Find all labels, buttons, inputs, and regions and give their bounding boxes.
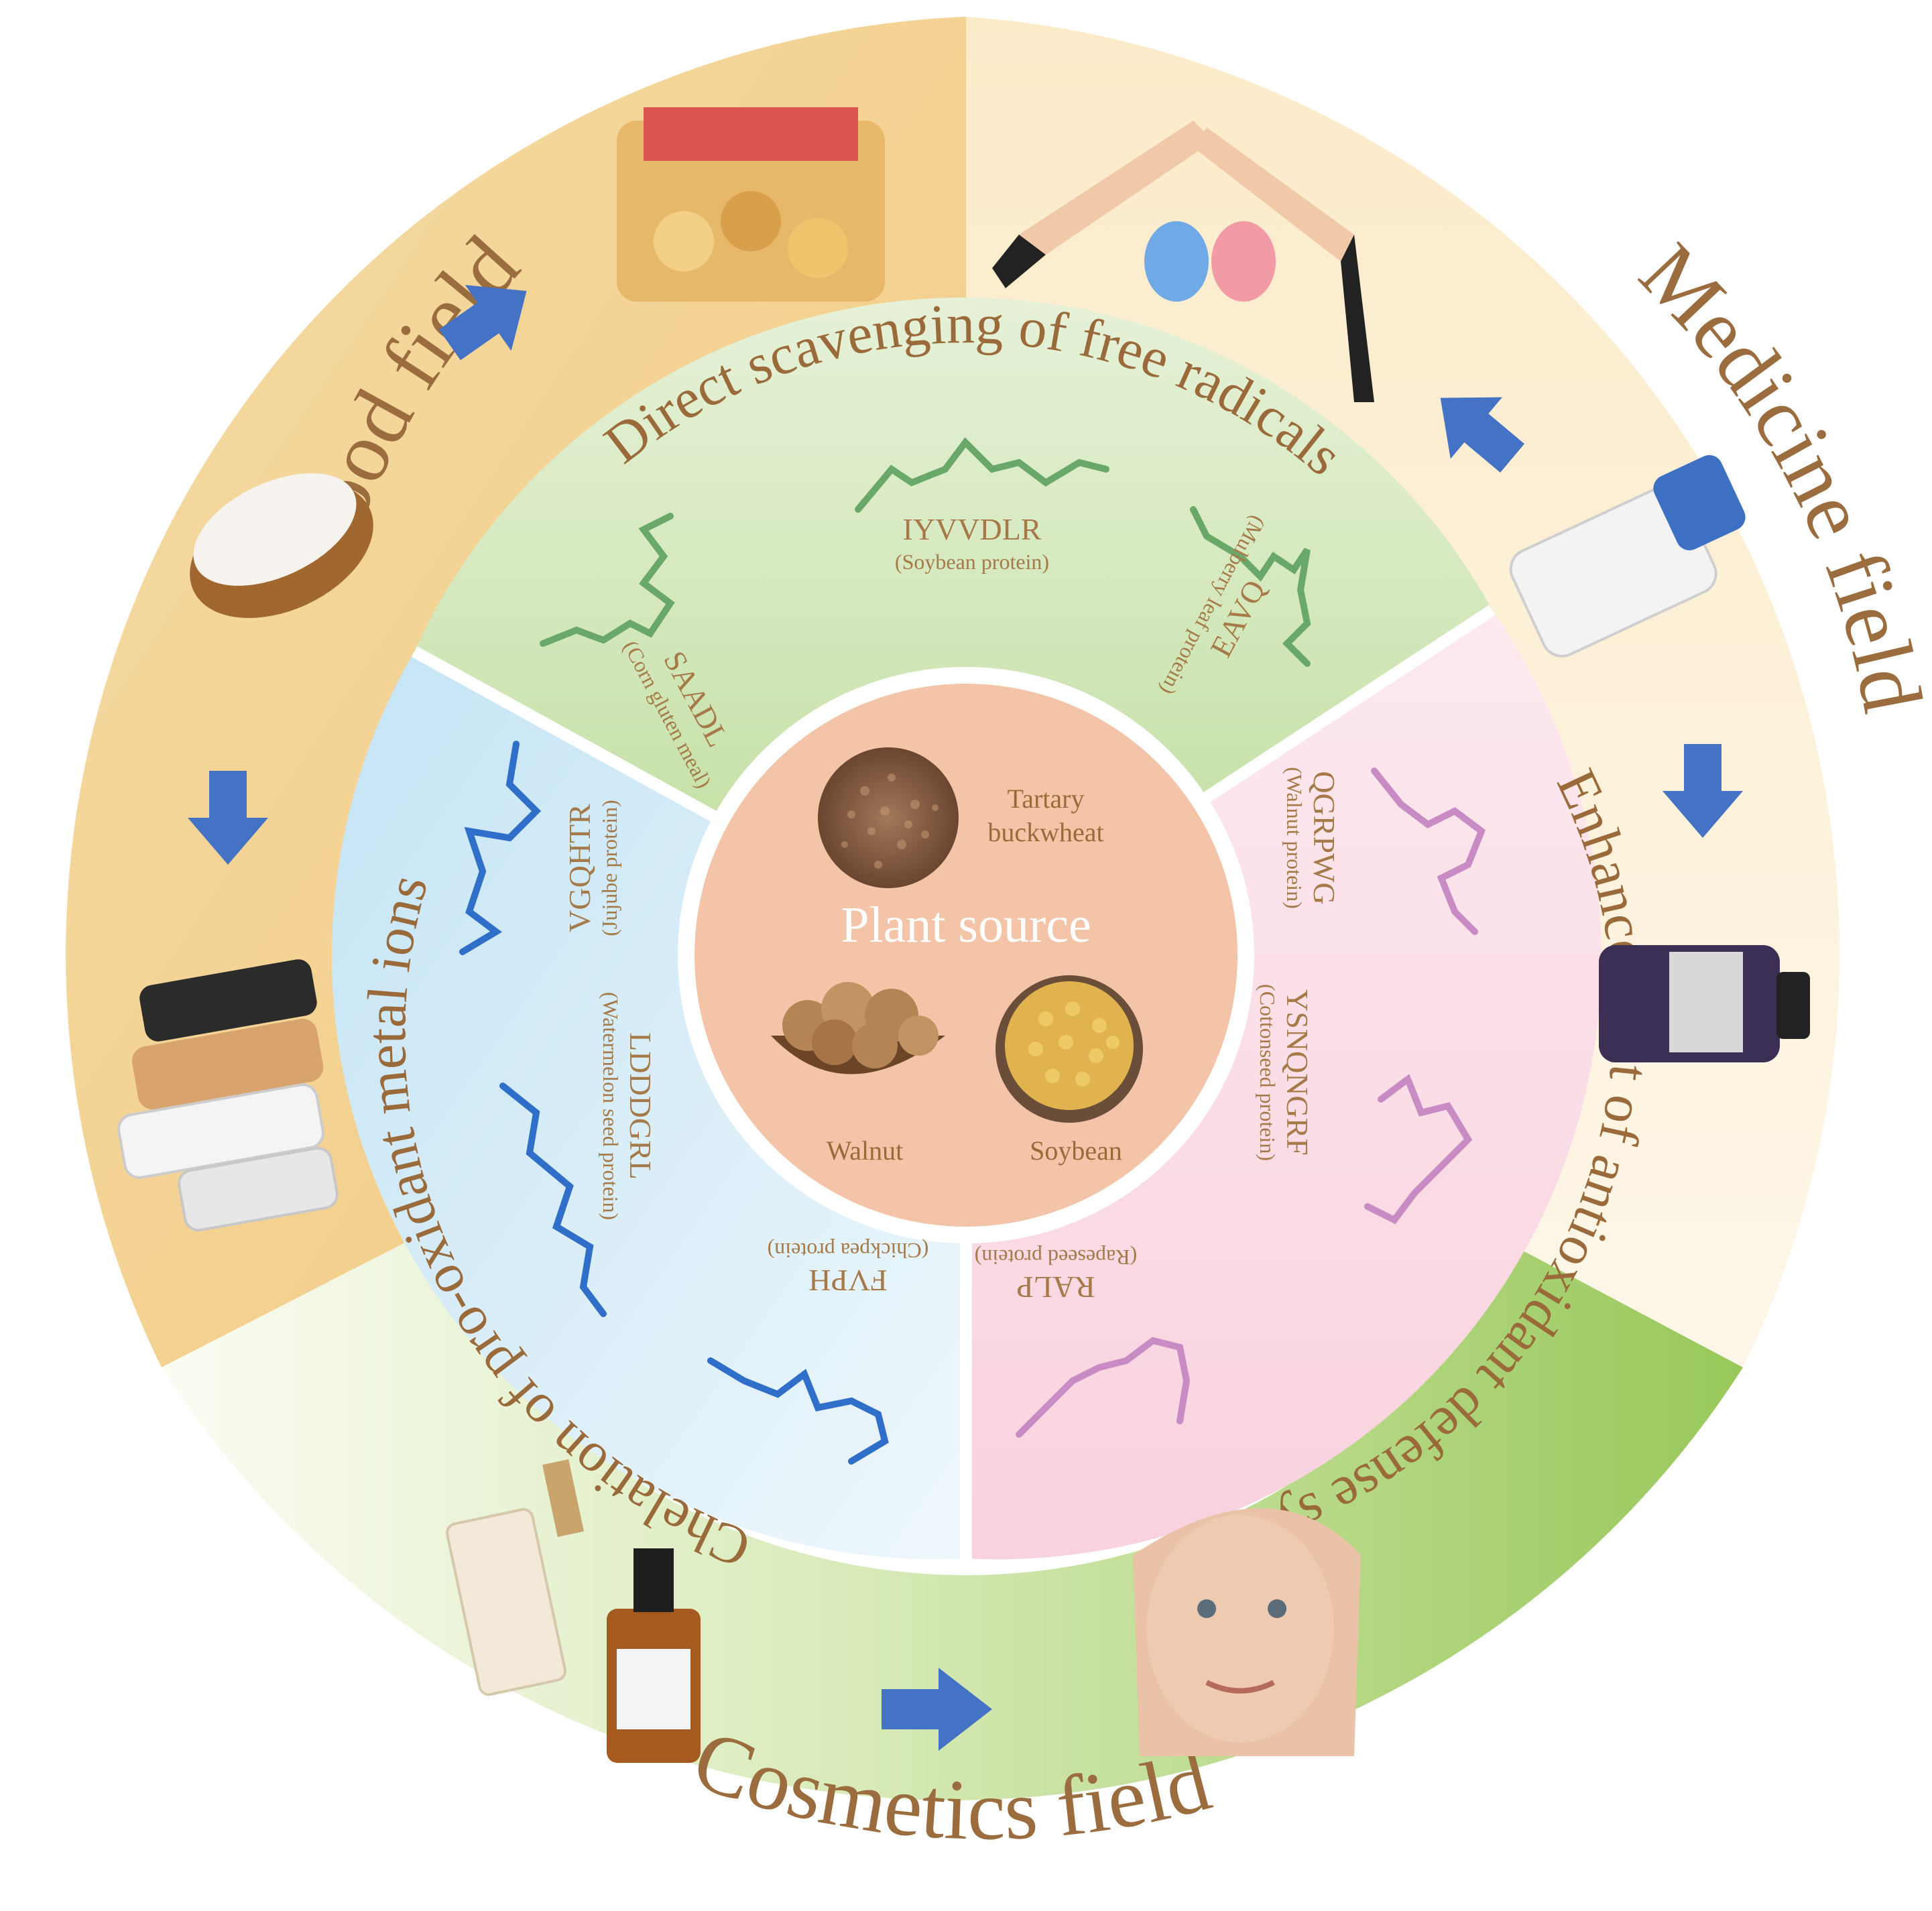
peptide-source-vgqhtr: (Jujube protein): [597, 800, 621, 936]
supplement-bottle-icon: [1599, 945, 1810, 1062]
peptide-seq-qgrpwg: QGRPWG: [1307, 771, 1341, 904]
buckwheat-label-2: buckwheat: [987, 817, 1103, 847]
peptide-seq-ysnqngrf: YSNQNGRF: [1280, 989, 1315, 1156]
buckwheat-grain-texture: [841, 774, 939, 869]
peptide-seq-ldddgrl: LDDDGRL: [623, 1032, 658, 1180]
peptide-seq-iyvvdlr: IYVVDLR: [903, 512, 1042, 546]
peptide-source-qgrpwg: (Walnut protein): [1282, 767, 1307, 909]
walnut-icon: [771, 982, 945, 1074]
beverage-bottles-icon: [117, 959, 339, 1232]
ralp-structure: [1016, 1337, 1191, 1438]
ysnqngrf-structure: [1364, 1074, 1473, 1225]
peptide-seq-vgqhtr: VGQHTR: [562, 804, 597, 932]
product-icons: [117, 107, 1810, 1763]
eavq-structure: [1190, 506, 1311, 667]
arrow-food-up-right: [438, 285, 527, 361]
iyvvdlr-structure: [855, 437, 1109, 513]
peptide-source-ralp: (Rapeseed protein): [975, 1245, 1138, 1270]
snack-foods-icon: [617, 107, 885, 302]
vgqhtr-structure: [459, 741, 542, 955]
peptide-source-ysnqngrf: (Cottonseed protein): [1256, 984, 1280, 1161]
ldddgrl-structure: [499, 1083, 607, 1317]
plant-sources: Tartary buckwheat Plant source Walnut So…: [771, 747, 1143, 1166]
soybean-label: Soybean: [1030, 1135, 1122, 1166]
fvph-structure: [707, 1357, 889, 1465]
arrow-medicine-up-left: [1440, 397, 1524, 473]
antioxidant-sector: [966, 610, 1602, 1560]
buckwheat-icon: [818, 747, 959, 888]
walnut-label: Walnut: [827, 1135, 904, 1166]
saadl-structure: [540, 513, 675, 647]
peptide-seq-ralp: RALP: [1016, 1270, 1095, 1304]
medicine-vial-icon: [1509, 454, 1746, 658]
peptide-labels: SAADL (Corn gluten meal) IYVVDLR (Soybea…: [562, 512, 1341, 1304]
arrow-food-down: [188, 771, 268, 865]
plant-source-title: Plant source: [841, 897, 1091, 953]
arrow-medicine-down: [1663, 744, 1743, 838]
peptide-source-fvph: (Chickpea protein): [768, 1239, 929, 1263]
peptide-structures: [459, 437, 1486, 1465]
peptide-source-iyvvdlr: (Soybean protein): [895, 550, 1049, 574]
radicals-sector: [414, 297, 1492, 955]
kidney-care-icon: [992, 121, 1374, 402]
peptide-seq-fvph: FVPH: [808, 1263, 888, 1298]
soybean-icon: [995, 975, 1143, 1123]
aging-face-icon: [1133, 1508, 1361, 1756]
flour-bowl-icon: [190, 473, 373, 619]
arrow-cosmetics-right: [882, 1668, 992, 1751]
qgrpwg-structure: [1371, 767, 1486, 935]
peptide-source-ldddgrl: (Watermelon seed protein): [599, 992, 623, 1220]
plant-source-circle: [695, 684, 1237, 1227]
buckwheat-label-1: Tartary: [1008, 784, 1085, 814]
flow-arrows: [188, 285, 1743, 1751]
serum-bottles-icon: [445, 1459, 701, 1763]
